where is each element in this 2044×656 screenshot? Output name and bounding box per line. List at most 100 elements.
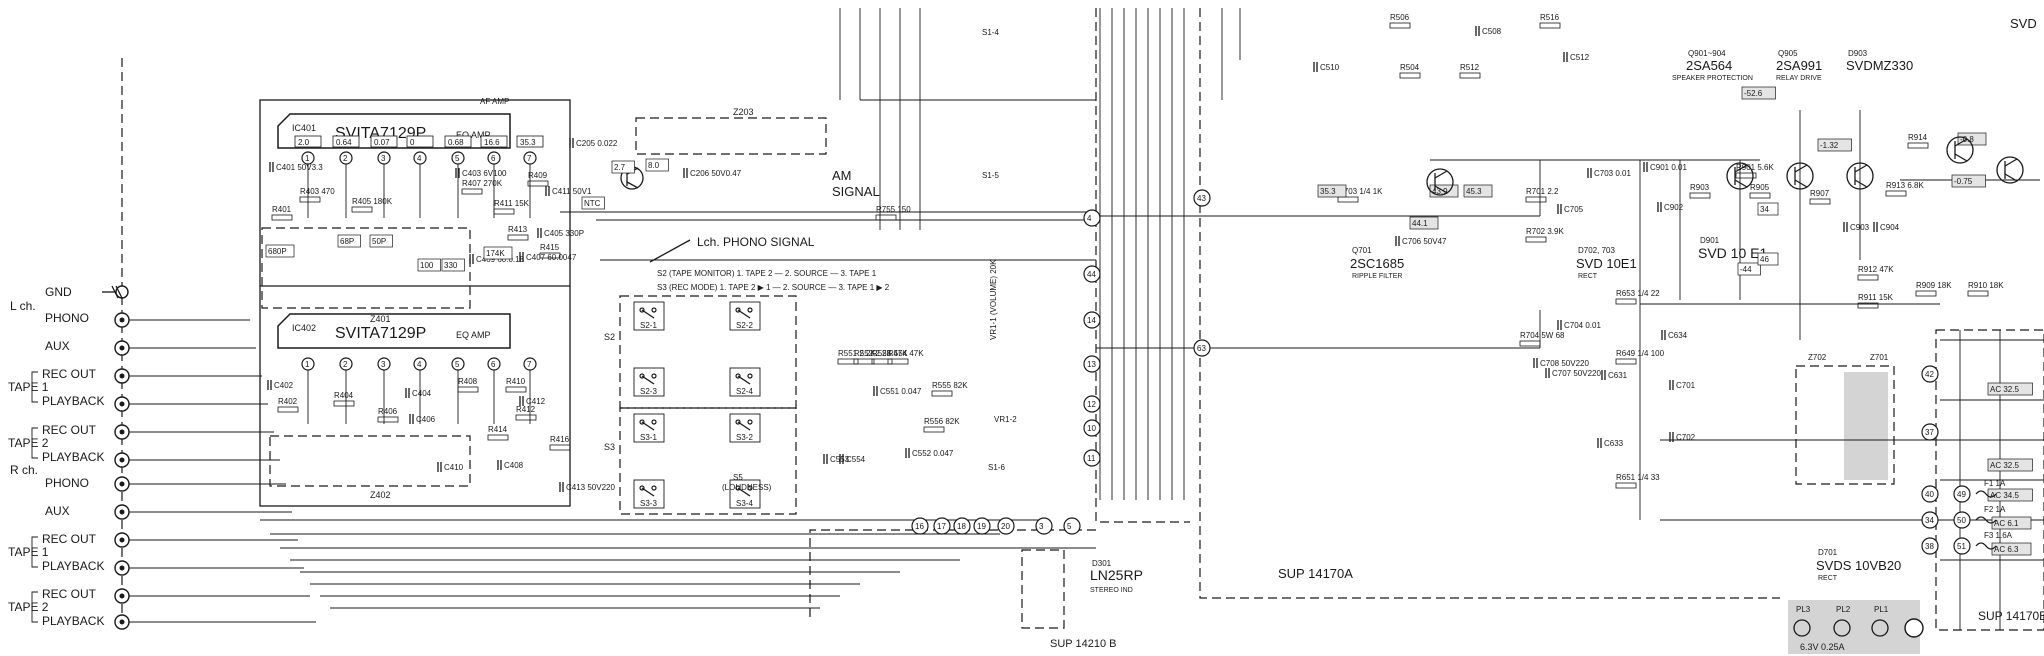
resistor-label: R912 47K bbox=[1858, 265, 1894, 274]
resistor-label: R416 bbox=[550, 435, 570, 444]
value-text: 8.0 bbox=[648, 161, 660, 170]
af-amp-label: AF AMP bbox=[480, 97, 509, 106]
rec-out-2-label: REC OUT bbox=[42, 423, 97, 437]
switch-body bbox=[729, 479, 761, 509]
q905-desc: RELAY DRIVE bbox=[1776, 75, 1822, 82]
connector-node-number: 4 bbox=[1087, 214, 1092, 223]
value-box bbox=[611, 160, 635, 174]
resistor-label: R402 bbox=[278, 397, 298, 406]
fuse-symbol bbox=[1975, 542, 1997, 550]
value-box bbox=[337, 234, 361, 248]
q905-part: 2SA991 bbox=[1776, 58, 1822, 73]
resistor-label: R909 18K bbox=[1916, 281, 1952, 290]
capacitor-label: C402 bbox=[274, 381, 294, 390]
ic402-part: SVITA7129P bbox=[335, 325, 426, 342]
capacitor-label: C901 0.01 bbox=[1650, 163, 1687, 172]
d903-part: SVDMZ330 bbox=[1846, 58, 1913, 73]
capacitor-label: C701 bbox=[1676, 381, 1696, 390]
transistor-symbol bbox=[1996, 156, 2024, 184]
resistor-label: R553 47K bbox=[872, 349, 908, 358]
value-box bbox=[581, 196, 605, 210]
switch-lever bbox=[641, 309, 655, 319]
transistor-emitter bbox=[1954, 153, 1968, 162]
value-box bbox=[441, 258, 465, 272]
capacitor-label: C703 0.01 bbox=[1594, 169, 1631, 178]
switch-contact bbox=[747, 419, 753, 425]
transistor-emitter bbox=[1794, 179, 1808, 188]
d301-part: LN25RP bbox=[1090, 567, 1143, 583]
resistor-label: R412 bbox=[516, 405, 536, 414]
vr1-2-label: VR1-2 bbox=[994, 415, 1017, 424]
value-text: 680P bbox=[268, 247, 287, 256]
z203-label: Z203 bbox=[733, 107, 754, 117]
q701-desc: RIPPLE FILTER bbox=[1352, 273, 1402, 280]
resistor-label: R407 270K bbox=[462, 179, 503, 188]
resistor-body bbox=[1885, 190, 1907, 197]
resistor-label: R651 1/4 33 bbox=[1616, 473, 1660, 482]
d702-desc: RECT bbox=[1578, 273, 1598, 280]
resistor-body bbox=[1459, 72, 1481, 79]
voltage-box bbox=[332, 135, 360, 148]
s5-desc: (LOUDNESS) bbox=[722, 483, 772, 492]
ic401-ref: IC401 bbox=[292, 123, 316, 133]
switch-body bbox=[633, 367, 665, 397]
capacitor-label: C702 bbox=[1676, 433, 1696, 442]
aux-l-label: AUX bbox=[45, 339, 70, 353]
transistor-symbol bbox=[1786, 162, 1814, 190]
value-box bbox=[1987, 488, 2033, 502]
rch-label: R ch. bbox=[10, 463, 38, 477]
value-text: 100 bbox=[420, 261, 434, 270]
z401-label: Z401 bbox=[370, 314, 391, 324]
rca-jack-pin bbox=[119, 619, 125, 625]
rca-jack-pin bbox=[119, 565, 125, 571]
capacitor-label: C408 bbox=[504, 461, 524, 470]
value-text: 50P bbox=[372, 237, 386, 246]
resistor-body bbox=[457, 386, 479, 393]
value-text: 34 bbox=[1760, 205, 1769, 214]
resistor-label: R905 bbox=[1750, 183, 1770, 192]
resistor-body bbox=[1857, 302, 1879, 309]
resistor-label: R406 bbox=[378, 407, 398, 416]
connector-node-number: 51 bbox=[1957, 542, 1966, 551]
value-text: 68P bbox=[340, 237, 354, 246]
svd-top-right: SVD bbox=[2010, 16, 2037, 31]
q905-ref: Q905 bbox=[1778, 49, 1798, 58]
tape2-r-label: TAPE 2 bbox=[8, 600, 49, 614]
ic-pin-number: 3 bbox=[381, 360, 386, 369]
pl1-label: PL1 bbox=[1874, 605, 1889, 614]
pl3-label: PL3 bbox=[1796, 605, 1811, 614]
sup-14210b: SUP 14210 B bbox=[1050, 638, 1116, 650]
d701-ref: D701 bbox=[1818, 548, 1838, 557]
phono-l-label: PHONO bbox=[45, 311, 89, 325]
d901-ref: D901 bbox=[1700, 236, 1720, 245]
switch-lever bbox=[737, 309, 751, 319]
ic-pin-number: 2 bbox=[343, 154, 348, 163]
capacitor-label: C707 50V220 bbox=[1552, 369, 1601, 378]
value-box bbox=[1463, 184, 1493, 198]
capacitor-label: C554 bbox=[846, 455, 866, 464]
capacitor-label: C404 bbox=[412, 389, 432, 398]
playback-3-label: PLAYBACK bbox=[42, 559, 104, 573]
switch-label: S2-4 bbox=[736, 387, 753, 396]
resistor-label: R409 bbox=[528, 171, 548, 180]
playback-2-label: PLAYBACK bbox=[42, 450, 104, 464]
resistor-label: R907 bbox=[1810, 189, 1830, 198]
resistor-body bbox=[1615, 358, 1637, 365]
voltage-value: 0.07 bbox=[374, 138, 390, 147]
resistor-body bbox=[1615, 482, 1637, 489]
ic-pin-number: 7 bbox=[527, 154, 532, 163]
value-box bbox=[417, 258, 441, 272]
switch-contact bbox=[747, 373, 753, 379]
connector-node bbox=[1193, 339, 1211, 357]
pilot-lamp-block: PL3 PL2 PL1 6.3V 0.25A bbox=[1788, 600, 1924, 654]
connector-node-number: 34 bbox=[1925, 516, 1934, 525]
value-text: AC 6.1 bbox=[1994, 519, 2019, 528]
resistor-body bbox=[1689, 192, 1711, 199]
value-text: 44.1 bbox=[1412, 219, 1428, 228]
resistor-label: R506 bbox=[1390, 13, 1410, 22]
resistor-label: R401 bbox=[272, 205, 292, 214]
resistor-body bbox=[1399, 72, 1421, 79]
value-box bbox=[369, 234, 393, 248]
value-text: 35.3 bbox=[1320, 187, 1336, 196]
